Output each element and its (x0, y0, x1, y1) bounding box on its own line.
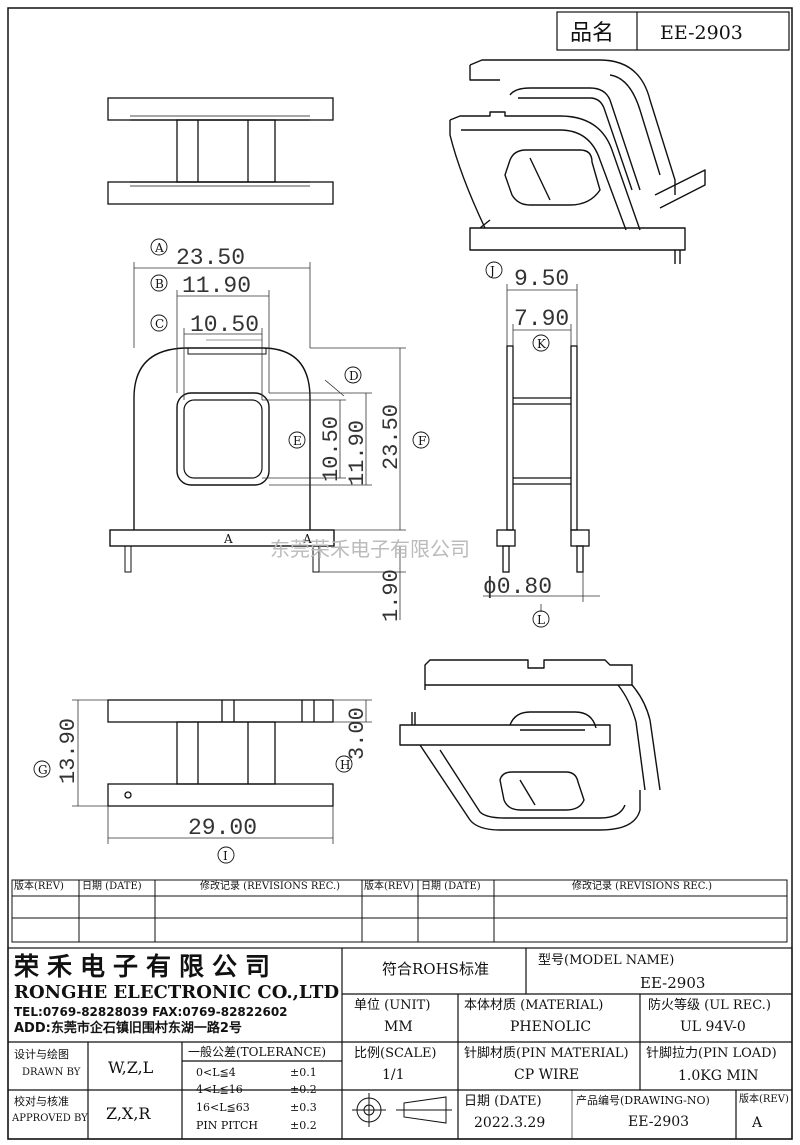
bottom-dimensions (72, 699, 372, 844)
dim-k-value: 7.90 (514, 306, 569, 332)
dim-letter-k: K (537, 337, 547, 351)
top-view (107, 97, 334, 205)
bottom-view (107, 699, 334, 807)
dim-i-value: 29.00 (188, 815, 257, 841)
part-name-box: 品名 EE-2903 (556, 11, 790, 51)
tolerance-range-1: 0<L≦4 (196, 1066, 236, 1079)
dim-f-value: 23.50 (379, 404, 404, 470)
company-name-en: RONGHE ELECTRONIC CO.,LTD (14, 982, 340, 1003)
approved-by-value: Z,X,R (106, 1104, 151, 1123)
dim-e-inner-value: 10.50 (319, 416, 344, 482)
dim-letter-c: C (155, 317, 164, 331)
dim-letter-j: J (488, 264, 495, 278)
pin-load-label: 针脚拉力(PIN LOAD) (646, 1046, 777, 1061)
watermark-text: 东莞荣禾电子有限公司 (270, 537, 470, 561)
tolerance-label: 一般公差(TOLERANCE) (188, 1045, 327, 1059)
dim-letter-d: D (349, 369, 359, 383)
drawn-by-value: W,Z,L (108, 1058, 154, 1077)
dim-l-value: ϕ0.80 (483, 574, 552, 600)
dim-letter-h: H (340, 758, 350, 772)
front-dimensions (133, 262, 406, 620)
part-name-value: EE-2903 (660, 22, 743, 44)
part-name-label: 品名 (570, 21, 614, 46)
dim-letter-i: I (223, 849, 228, 863)
material-label: 本体材质 (MATERIAL) (464, 998, 604, 1013)
ul-rec-label: 防火等级 (UL REC.) (648, 998, 771, 1013)
bottom-dim-labels: 13.90 G 3.00 H 29.00 I (33, 707, 370, 864)
model-name-label: 型号(MODEL NAME) (538, 953, 675, 968)
tolerance-value-4: ±0.2 (290, 1119, 317, 1132)
company-name-cn: 荣禾电子有限公司 (14, 952, 279, 981)
dim-h-value: 3.00 (345, 707, 370, 760)
dim-letter-a: A (154, 241, 164, 255)
side-dimensions (483, 284, 600, 612)
rev-header-date-2: 日期 (DATE) (421, 881, 481, 892)
dim-letter-b: B (155, 277, 164, 291)
side-dim-labels: J 9.50 7.90 K ϕ0.80 L (483, 261, 569, 628)
tolerance-value-2: ±0.2 (290, 1083, 317, 1096)
dim-j-value: 9.50 (514, 266, 569, 292)
tolerance-range-2: 4<L≦16 (196, 1083, 243, 1096)
rev-value: A (752, 1115, 763, 1131)
drawing-no-label: 产品编号(DRAWING-NO) (576, 1094, 710, 1107)
unit-label: 单位 (UNIT) (354, 998, 431, 1013)
dim-letter-f: F (418, 434, 426, 448)
rohs-label: 符合ROHS标准 (382, 960, 489, 978)
revision-table (11, 879, 788, 943)
pin-load-value: 1.0KG MIN (678, 1068, 759, 1084)
company-address: ADD:东莞市企石镇旧围村东湖一路2号 (14, 1021, 242, 1036)
dim-a-value: 23.50 (176, 245, 245, 271)
scale-label: 比例(SCALE) (354, 1046, 437, 1061)
drawn-by-label-cn: 设计与绘图 (14, 1048, 69, 1061)
rev-header-rec-1: 修改记录 (REVISIONS REC.) (200, 881, 341, 892)
ul-rec-value: UL 94V-0 (680, 1019, 746, 1035)
date-value: 2022.3.29 (474, 1115, 546, 1131)
rev-header-rev-2: 版本(REV) (364, 881, 414, 892)
rev-label: 版本(REV) (739, 1094, 789, 1105)
unit-value: MM (384, 1019, 413, 1035)
tolerance-range-4: PIN PITCH (196, 1119, 258, 1132)
isometric-view-top (449, 59, 706, 264)
pin-material-value: CP WIRE (514, 1067, 580, 1083)
side-view (496, 345, 590, 573)
drawing-no-value: EE-2903 (628, 1114, 690, 1130)
front-view: A A (109, 347, 335, 573)
dim-letter-l: L (537, 613, 545, 627)
pin-material-label: 针脚材质(PIN MATERIAL) (464, 1046, 629, 1061)
base-mark: A (223, 532, 233, 546)
front-dim-labels: A 23.50 B 11.90 C 10.50 D E F 10.50 11.9… (150, 238, 430, 622)
scale-value: 1/1 (382, 1067, 405, 1083)
dim-c-value: 10.50 (190, 312, 259, 338)
drawn-by-label-en: DRAWN BY (22, 1067, 81, 1078)
base-mark-2: A (302, 532, 312, 546)
material-value: PHENOLIC (510, 1019, 592, 1035)
rev-header-rev-1: 版本(REV) (14, 881, 64, 892)
dim-letter-e: E (293, 434, 302, 448)
rev-header-date-1: 日期 (DATE) (82, 881, 142, 892)
dim-g-value: 13.90 (56, 718, 81, 784)
title-block-grid (7, 947, 793, 1140)
dim-e-outer-value: 11.90 (345, 420, 370, 486)
dim-letter-g: G (38, 763, 48, 777)
date-label: 日期 (DATE) (464, 1094, 542, 1109)
tolerance-value-3: ±0.3 (290, 1101, 317, 1114)
isometric-view-bottom (399, 659, 661, 831)
dim-b-value: 11.90 (182, 273, 251, 299)
company-tel-fax: TEL:0769-82828039 FAX:0769-82822602 (14, 1005, 288, 1019)
model-name-value: EE-2903 (640, 974, 706, 992)
rev-header-rec-2: 修改记录 (REVISIONS REC.) (572, 881, 713, 892)
dim-pin-length-value: 1.90 (379, 569, 404, 622)
approved-by-label-cn: 校对与核准 (14, 1095, 69, 1108)
tolerance-value-1: ±0.1 (290, 1066, 317, 1079)
tolerance-range-3: 16<L≦63 (196, 1101, 250, 1114)
projection-symbol (352, 1093, 452, 1127)
approved-by-label-en: APPROVED BY (12, 1113, 88, 1124)
